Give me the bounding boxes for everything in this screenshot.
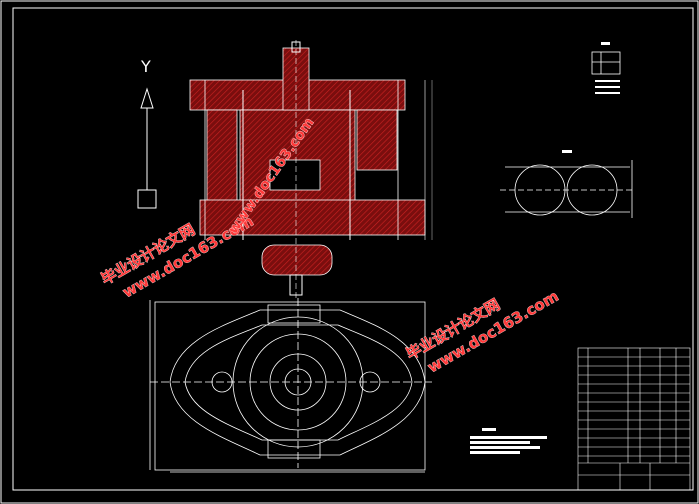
y-axis-indicator: Y: [137, 57, 157, 209]
workpiece-view: [500, 150, 633, 218]
parts-list-table: [577, 347, 691, 491]
detail-view-top-right: [591, 42, 621, 94]
section-view-assembly: [189, 40, 433, 300]
plan-view: [149, 298, 432, 473]
inner-frame: [12, 7, 694, 491]
watermark-2: 毕业设计论文网 www.doc163.com: [403, 287, 562, 377]
technical-notes: [470, 428, 547, 454]
axis-label: Y: [140, 57, 151, 76]
